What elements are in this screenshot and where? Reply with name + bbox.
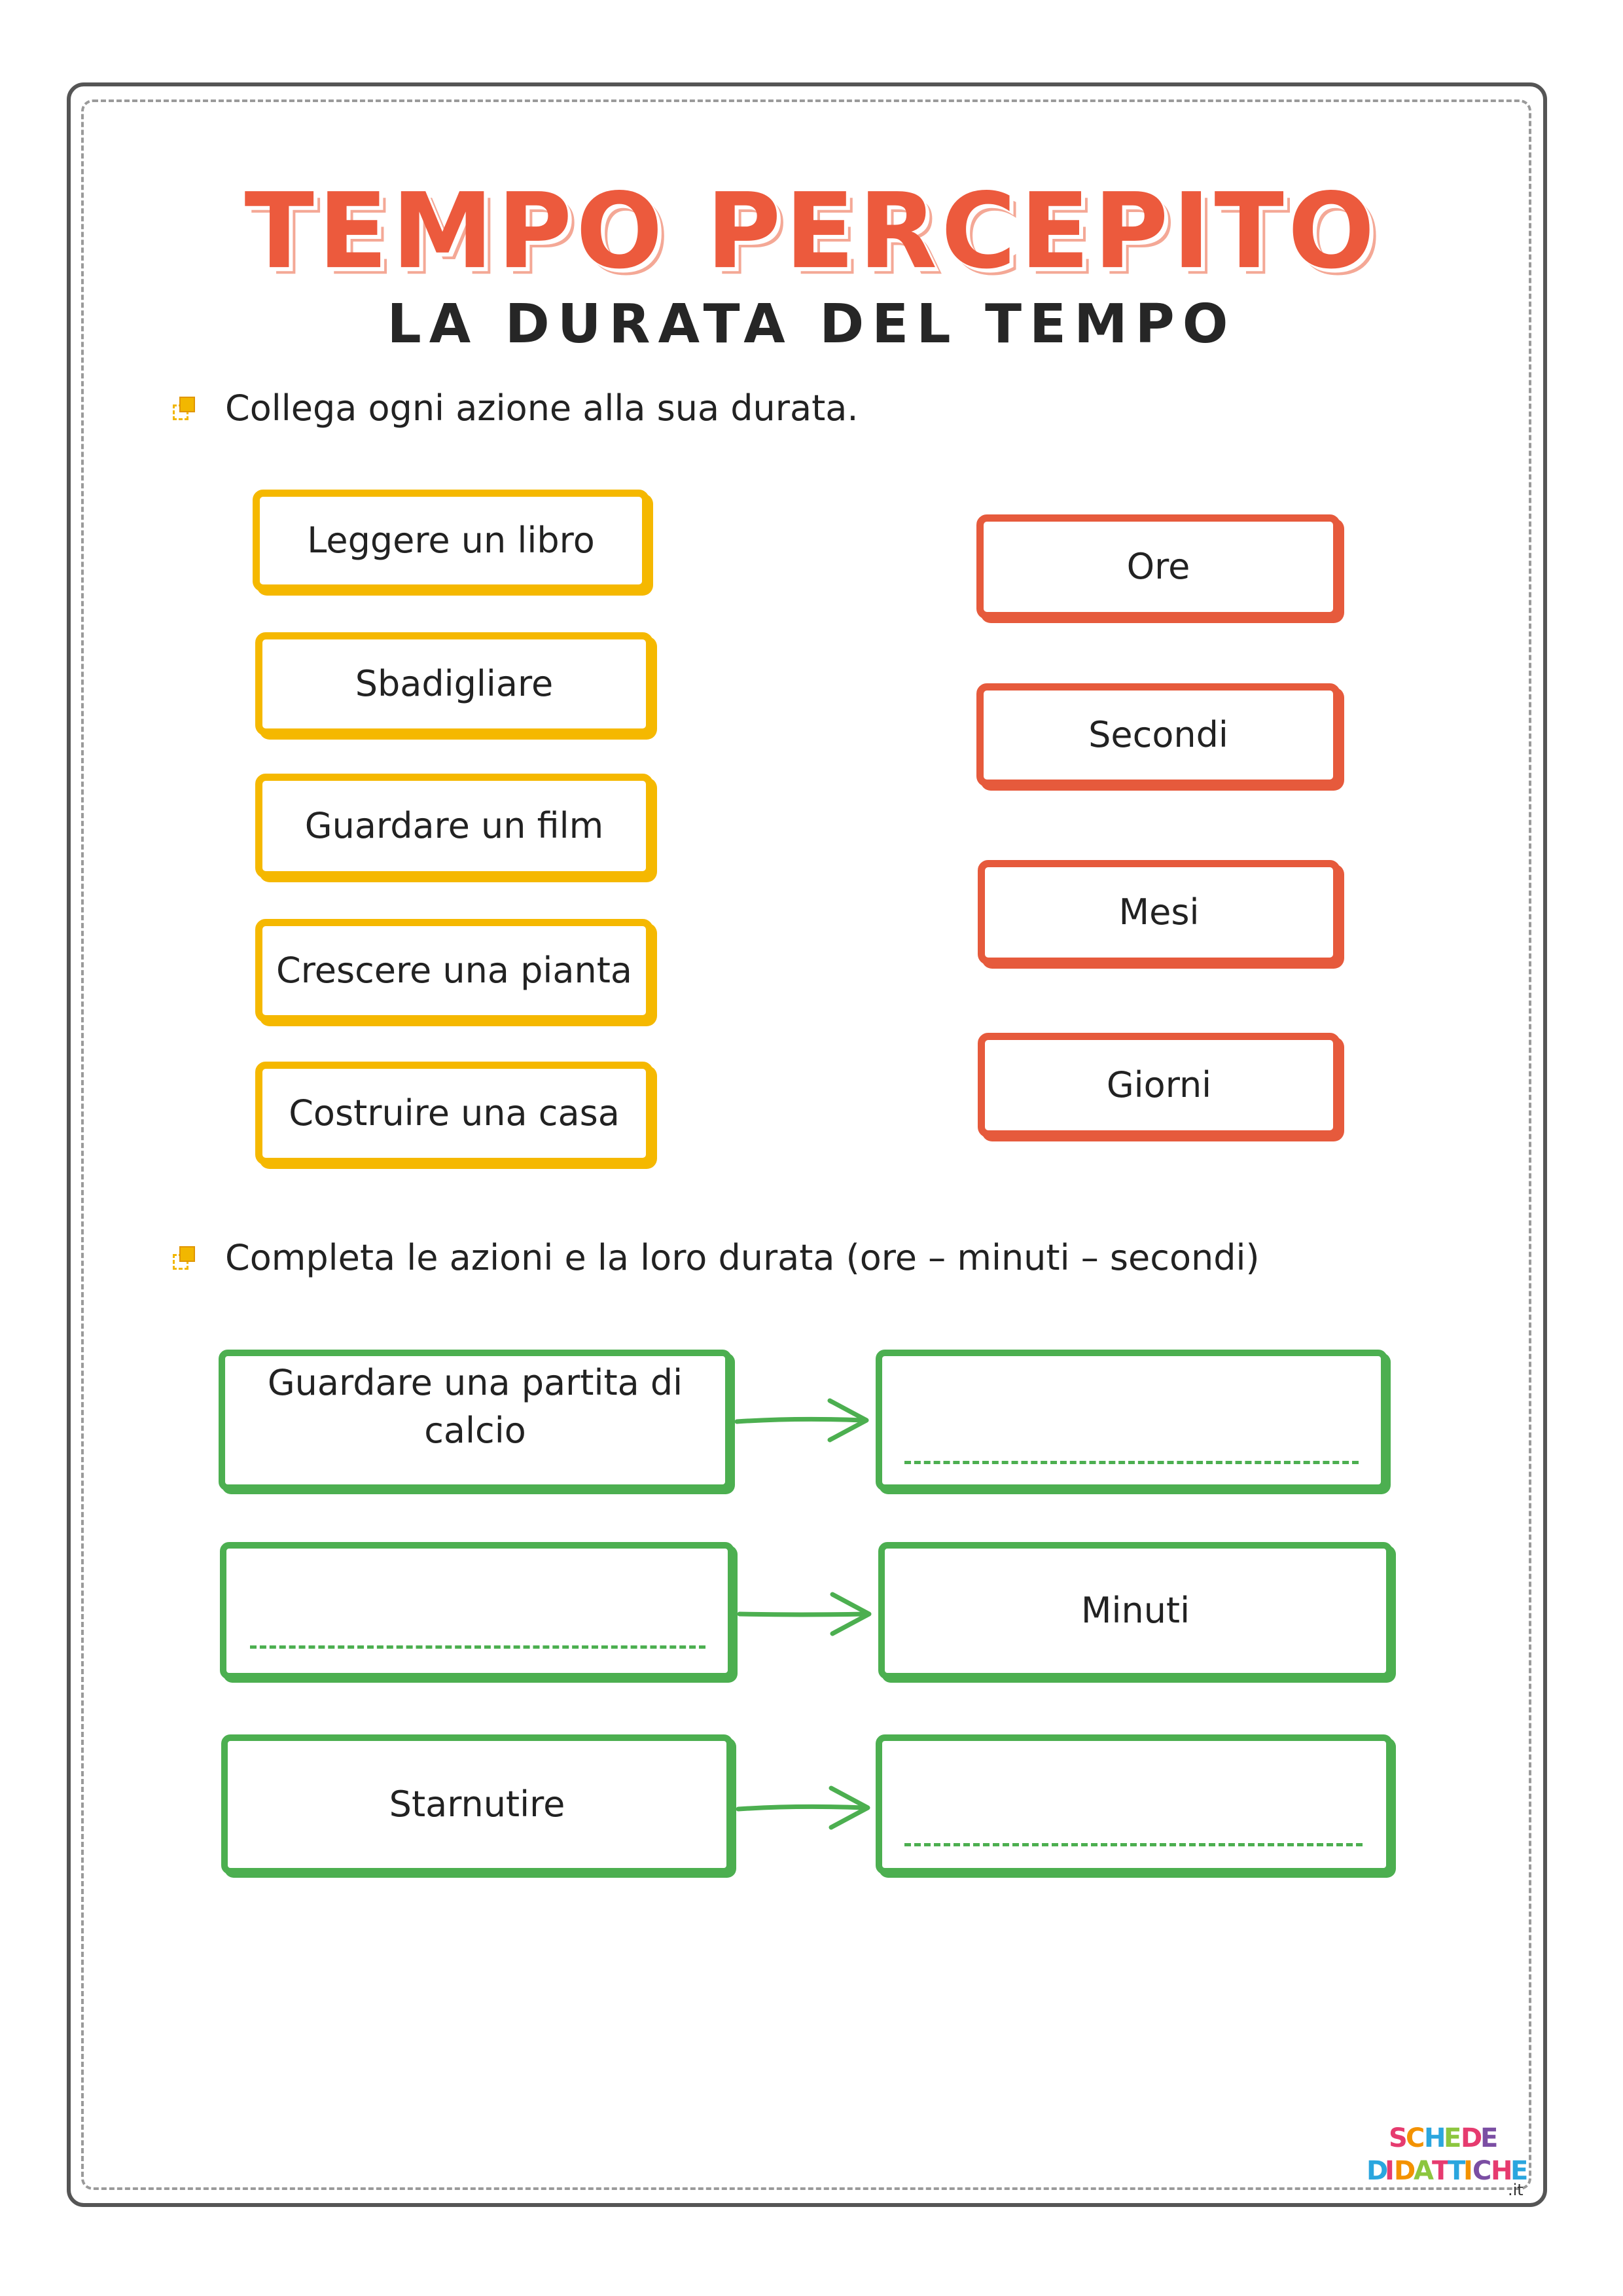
completion-duration-text: Minuti [1080, 1589, 1190, 1631]
duration-box-hours[interactable]: Ore [976, 514, 1340, 619]
completion-action-box-3[interactable]: Starnutire [221, 1734, 733, 1874]
svg-text:C: C [1472, 2156, 1491, 2186]
answer-line [904, 1843, 1363, 1846]
completion-duration-box-1[interactable] [876, 1350, 1387, 1491]
completion-duration-box-3[interactable] [876, 1734, 1393, 1874]
instruction-1: Collega ogni azione alla sua durata. [171, 387, 859, 429]
svg-text:D: D [1366, 2156, 1388, 2186]
right-arrow-icon [734, 1398, 869, 1443]
duration-label: Mesi [1118, 891, 1200, 933]
svg-text:H: H [1491, 2156, 1512, 2186]
stacked-squares-bullet-icon [171, 1245, 198, 1271]
action-label: Crescere una pianta [276, 949, 632, 991]
svg-text:H: H [1424, 2123, 1446, 2153]
action-label: Costruire una casa [289, 1092, 620, 1134]
page-title: TEMPO PERCEPITO [244, 170, 1379, 292]
svg-text:D: D [1394, 2156, 1416, 2186]
completion-action-text: Guardare una partita di calcio [267, 1362, 683, 1451]
svg-text:C: C [1406, 2123, 1425, 2153]
duration-label: Secondi [1088, 713, 1228, 755]
svg-text:I: I [1463, 2156, 1473, 2186]
answer-line [904, 1461, 1359, 1464]
action-box-house[interactable]: Costruire una casa [255, 1062, 653, 1165]
svg-text:I: I [1385, 2156, 1395, 2186]
action-label: Sbadigliare [355, 662, 554, 704]
schede-didattiche-logo: S C H E D E D I D A T T I C H E .it [1366, 2123, 1528, 2199]
answer-line [250, 1645, 705, 1649]
completion-action-box-1[interactable]: Guardare una partita di calcio [219, 1350, 732, 1491]
action-box-movie[interactable]: Guardare un film [255, 774, 653, 878]
stacked-squares-bullet-icon [171, 395, 198, 422]
completion-duration-box-2[interactable]: Minuti [878, 1542, 1393, 1679]
action-box-yawning[interactable]: Sbadigliare [255, 632, 653, 736]
svg-text:D: D [1461, 2123, 1482, 2153]
right-arrow-icon [737, 1592, 872, 1636]
svg-text:E: E [1480, 2123, 1498, 2153]
page-border-outer [67, 82, 1547, 2207]
page-border-inner [81, 99, 1531, 2190]
action-label: Guardare un film [304, 804, 604, 846]
svg-text:T: T [1448, 2156, 1466, 2186]
duration-label: Ore [1126, 545, 1190, 587]
action-box-plant[interactable]: Crescere una pianta [255, 919, 653, 1022]
right-arrow-icon [736, 1785, 870, 1830]
instruction-2: Completa le azioni e la loro durata (ore… [171, 1237, 1260, 1278]
svg-text:A: A [1414, 2156, 1434, 2186]
duration-label: Giorni [1106, 1064, 1212, 1105]
action-label: Leggere un libro [307, 519, 595, 561]
instruction-2-text: Completa le azioni e la loro durata (ore… [225, 1237, 1260, 1278]
svg-text:.it: .it [1508, 2181, 1524, 2199]
duration-box-days[interactable]: Giorni [978, 1033, 1340, 1138]
svg-text:E: E [1444, 2123, 1461, 2153]
action-box-reading[interactable]: Leggere un libro [253, 490, 649, 592]
instruction-1-text: Collega ogni azione alla sua durata. [225, 387, 859, 429]
completion-action-box-2[interactable] [220, 1542, 734, 1679]
svg-text:E: E [1510, 2156, 1528, 2186]
duration-box-months[interactable]: Mesi [978, 860, 1340, 965]
completion-action-text: Starnutire [389, 1783, 565, 1825]
svg-text:T: T [1432, 2156, 1450, 2186]
svg-text:S: S [1389, 2123, 1408, 2153]
page-subtitle: LA DURATA DEL TEMPO [387, 293, 1236, 355]
duration-box-seconds[interactable]: Secondi [976, 683, 1340, 787]
